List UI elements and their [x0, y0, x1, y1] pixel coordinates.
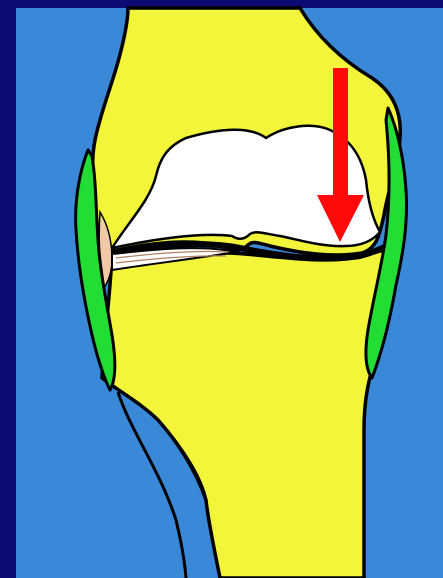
- arrow-shaft: [333, 68, 348, 203]
